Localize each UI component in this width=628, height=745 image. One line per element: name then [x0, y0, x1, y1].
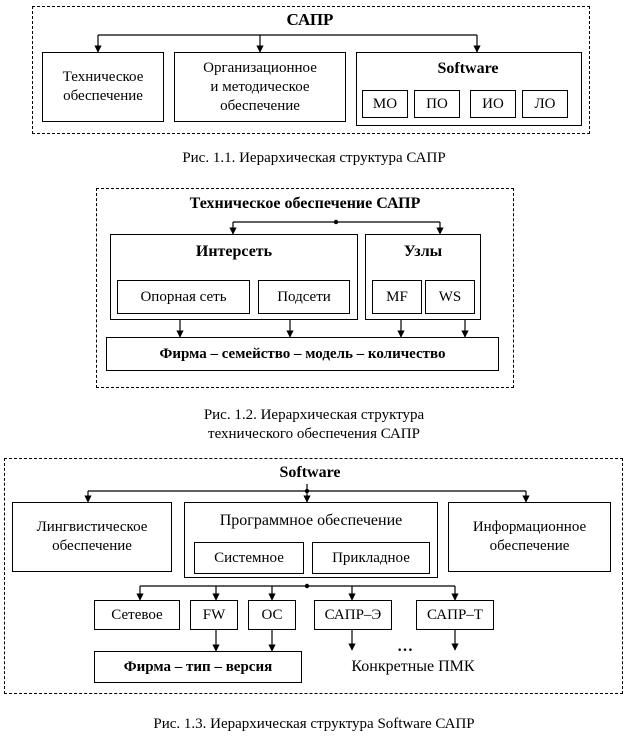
fig3-linguistic-box: Лингвистическое обеспечение — [12, 502, 172, 572]
fig3-title: Software — [279, 464, 341, 481]
fig3-applied-box: Прикладное — [312, 542, 430, 574]
fig3-caption: Рис. 1.3. Иерархическая структура Softwa… — [153, 716, 475, 732]
fig1-organizational-box: Организационное и методическое обеспечен… — [174, 52, 346, 122]
fig1-item-po: ПО — [414, 90, 460, 118]
fig1-title: САПР — [286, 10, 334, 29]
fig3-firm-box: Фирма – тип – версия — [94, 651, 302, 683]
fig2-ws-box: WS — [425, 280, 475, 314]
fig3-specific-pmk: Конкретные ПМК — [351, 658, 475, 675]
fig3-network-box: Сетевое — [94, 600, 180, 630]
fig2-subnets-box: Подсети — [258, 280, 350, 314]
fig3-sapr-e-box: САПР–Э — [314, 600, 392, 630]
fig3-ellipsis: … — [397, 638, 413, 655]
fig3-sapr-t-box: САПР–Т — [416, 600, 494, 630]
fig2-internet-label: Интерсеть — [195, 243, 273, 260]
fig3-frame — [4, 458, 623, 694]
fig2-mf-box: MF — [372, 280, 422, 314]
fig2-nodes-label: Узлы — [403, 243, 443, 260]
fig1-software-label: Software — [437, 60, 499, 77]
fig2-frame — [96, 188, 514, 388]
fig3-fw-box: FW — [190, 600, 238, 630]
fig1-item-lo: ЛО — [522, 90, 568, 118]
fig1-technical-box: Техническое обеспечение — [42, 52, 164, 122]
fig1-item-io: ИО — [470, 90, 516, 118]
fig1-item-mo: МО — [362, 90, 408, 118]
fig2-firm-box: Фирма – семейство – модель – количество — [106, 337, 499, 371]
fig1-frame — [32, 6, 590, 134]
fig2-core-network-box: Опорная сеть — [117, 280, 250, 314]
fig2-caption: Рис. 1.2. Иерархическая структура технич… — [203, 407, 425, 442]
fig3-information-box: Информационное обеспечение — [448, 502, 611, 572]
fig3-system-box: Системное — [194, 542, 304, 574]
fig3-software-label: Программное обеспечение — [219, 512, 403, 529]
fig2-title: Техническое обеспечение САПР — [189, 195, 421, 212]
fig3-os-box: ОС — [248, 600, 296, 630]
fig1-caption: Рис. 1.1. Иерархическая структура САПР — [182, 150, 446, 166]
